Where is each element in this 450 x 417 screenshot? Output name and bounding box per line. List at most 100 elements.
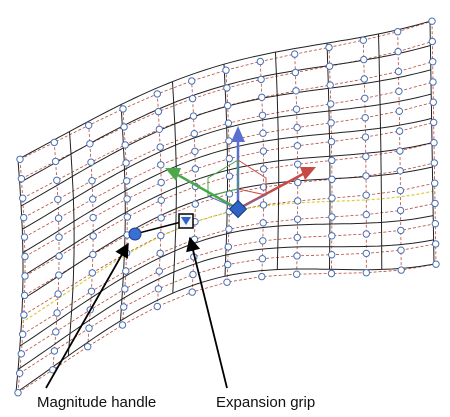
control-vertex-icon[interactable] bbox=[189, 112, 198, 120]
control-vertex-icon[interactable] bbox=[121, 285, 129, 293]
control-vertex-icon[interactable] bbox=[89, 232, 97, 240]
control-vertex-icon[interactable] bbox=[88, 269, 97, 277]
control-vertex-icon[interactable] bbox=[291, 50, 299, 58]
control-vertex-icon[interactable] bbox=[395, 107, 403, 115]
gizmo-y-arrow-icon[interactable] bbox=[165, 168, 181, 181]
move-gizmo-icon[interactable] bbox=[165, 126, 316, 219]
control-vertex-icon[interactable] bbox=[328, 156, 336, 165]
control-vertex-icon[interactable] bbox=[430, 118, 438, 127]
control-vertex-icon[interactable] bbox=[53, 309, 61, 317]
control-vertex-icon[interactable] bbox=[157, 214, 165, 222]
control-vertex-icon[interactable] bbox=[19, 330, 27, 338]
control-vertex-icon[interactable] bbox=[20, 311, 28, 319]
control-vertex-icon[interactable] bbox=[190, 235, 199, 244]
control-vertex-icon[interactable] bbox=[397, 266, 405, 274]
control-vertex-icon[interactable] bbox=[122, 159, 130, 167]
control-vertex-icon[interactable] bbox=[396, 167, 404, 175]
control-vertex-icon[interactable] bbox=[431, 220, 439, 228]
control-vertex-icon[interactable] bbox=[191, 200, 200, 208]
control-vertex-icon[interactable] bbox=[52, 328, 60, 336]
control-vertex-icon[interactable] bbox=[361, 94, 369, 103]
control-vertex-icon[interactable] bbox=[85, 324, 93, 332]
control-vertex-icon[interactable] bbox=[362, 191, 370, 199]
control-vertex-icon[interactable] bbox=[328, 251, 336, 259]
control-vertex-icon[interactable] bbox=[327, 100, 335, 108]
control-vertex-icon[interactable] bbox=[294, 160, 302, 168]
control-vertex-icon[interactable] bbox=[87, 287, 96, 295]
control-vertex-icon[interactable] bbox=[86, 140, 94, 148]
control-vertex-icon[interactable] bbox=[156, 143, 164, 151]
control-vertex-icon[interactable] bbox=[123, 195, 131, 203]
control-vertex-icon[interactable] bbox=[394, 47, 402, 56]
control-vertex-icon[interactable] bbox=[19, 194, 27, 202]
control-vertex-icon[interactable] bbox=[85, 121, 93, 130]
control-vertex-icon[interactable] bbox=[51, 157, 60, 166]
control-vertex-icon[interactable] bbox=[191, 147, 199, 156]
control-vertex-icon[interactable] bbox=[328, 194, 336, 202]
control-vertex-icon[interactable] bbox=[224, 101, 232, 110]
control-vertex-icon[interactable] bbox=[21, 272, 29, 280]
control-vertex-icon[interactable] bbox=[359, 36, 367, 44]
control-vertex-icon[interactable] bbox=[153, 90, 162, 98]
control-vertex-icon[interactable] bbox=[21, 252, 29, 261]
control-vertex-icon[interactable] bbox=[431, 199, 439, 208]
control-vertex-icon[interactable] bbox=[154, 107, 163, 116]
control-vertex-icon[interactable] bbox=[155, 267, 164, 275]
control-vertex-icon[interactable] bbox=[118, 321, 127, 329]
control-vertex-icon[interactable] bbox=[84, 343, 92, 351]
control-vertex-icon[interactable] bbox=[17, 175, 26, 183]
control-vertex-icon[interactable] bbox=[395, 127, 404, 135]
control-vertex-icon[interactable] bbox=[258, 111, 267, 120]
control-vertex-icon[interactable] bbox=[293, 252, 301, 260]
control-vertex-icon[interactable] bbox=[89, 195, 97, 203]
gizmo-x-arrow-icon[interactable] bbox=[300, 167, 316, 180]
control-vertex-icon[interactable] bbox=[430, 159, 438, 167]
control-vertex-icon[interactable] bbox=[258, 272, 266, 281]
control-vertex-icon[interactable] bbox=[225, 137, 233, 145]
control-vertex-icon[interactable] bbox=[327, 119, 335, 127]
control-vertex-icon[interactable] bbox=[360, 55, 368, 64]
control-vertex-icon[interactable] bbox=[258, 93, 266, 102]
control-vertex-icon[interactable] bbox=[157, 178, 165, 187]
gizmo-z-arrow-icon[interactable] bbox=[231, 126, 245, 142]
control-vertex-icon[interactable] bbox=[259, 183, 268, 191]
control-vertex-icon[interactable] bbox=[362, 230, 370, 238]
control-vertex-icon[interactable] bbox=[191, 165, 200, 173]
control-vertex-icon[interactable] bbox=[257, 75, 265, 84]
control-vertex-icon[interactable] bbox=[153, 302, 162, 311]
control-vertex-icon[interactable] bbox=[123, 177, 131, 185]
control-vertex-icon[interactable] bbox=[394, 67, 403, 76]
control-vertex-icon[interactable] bbox=[328, 213, 336, 221]
control-vertex-icon[interactable] bbox=[360, 75, 368, 83]
control-vertex-icon[interactable] bbox=[157, 161, 165, 169]
control-vertex-icon[interactable] bbox=[16, 155, 24, 164]
control-vertex-icon[interactable] bbox=[54, 195, 62, 204]
control-vertex-icon[interactable] bbox=[429, 58, 437, 66]
control-vertex-icon[interactable] bbox=[429, 98, 437, 106]
control-vertex-icon[interactable] bbox=[294, 197, 302, 205]
control-vertex-icon[interactable] bbox=[432, 260, 440, 268]
control-vertex-icon[interactable] bbox=[395, 87, 403, 96]
control-vertex-icon[interactable] bbox=[157, 231, 165, 240]
control-vertex-icon[interactable] bbox=[50, 138, 58, 147]
control-vertex-icon[interactable] bbox=[256, 57, 264, 66]
control-vertex-icon[interactable] bbox=[325, 62, 334, 70]
control-vertex-icon[interactable] bbox=[362, 210, 370, 219]
control-vertex-icon[interactable] bbox=[428, 37, 436, 46]
control-vertex-icon[interactable] bbox=[431, 179, 439, 187]
control-vertex-icon[interactable] bbox=[156, 249, 164, 258]
control-vertex-icon[interactable] bbox=[325, 43, 333, 52]
control-vertex-icon[interactable] bbox=[292, 87, 300, 95]
control-vertex-icon[interactable] bbox=[55, 271, 63, 279]
control-vertex-icon[interactable] bbox=[55, 252, 63, 260]
magnitude-handle-icon[interactable] bbox=[128, 227, 142, 241]
control-vertex-icon[interactable] bbox=[17, 350, 25, 358]
control-vertex-icon[interactable] bbox=[362, 152, 370, 161]
control-vertex-icon[interactable] bbox=[429, 78, 437, 86]
control-vertex-icon[interactable] bbox=[16, 369, 24, 377]
control-vertex-icon[interactable] bbox=[396, 206, 405, 215]
control-vertex-icon[interactable] bbox=[20, 213, 28, 222]
control-vertex-icon[interactable] bbox=[293, 142, 302, 150]
control-vertex-icon[interactable] bbox=[54, 214, 63, 222]
control-vertex-icon[interactable] bbox=[123, 213, 132, 221]
